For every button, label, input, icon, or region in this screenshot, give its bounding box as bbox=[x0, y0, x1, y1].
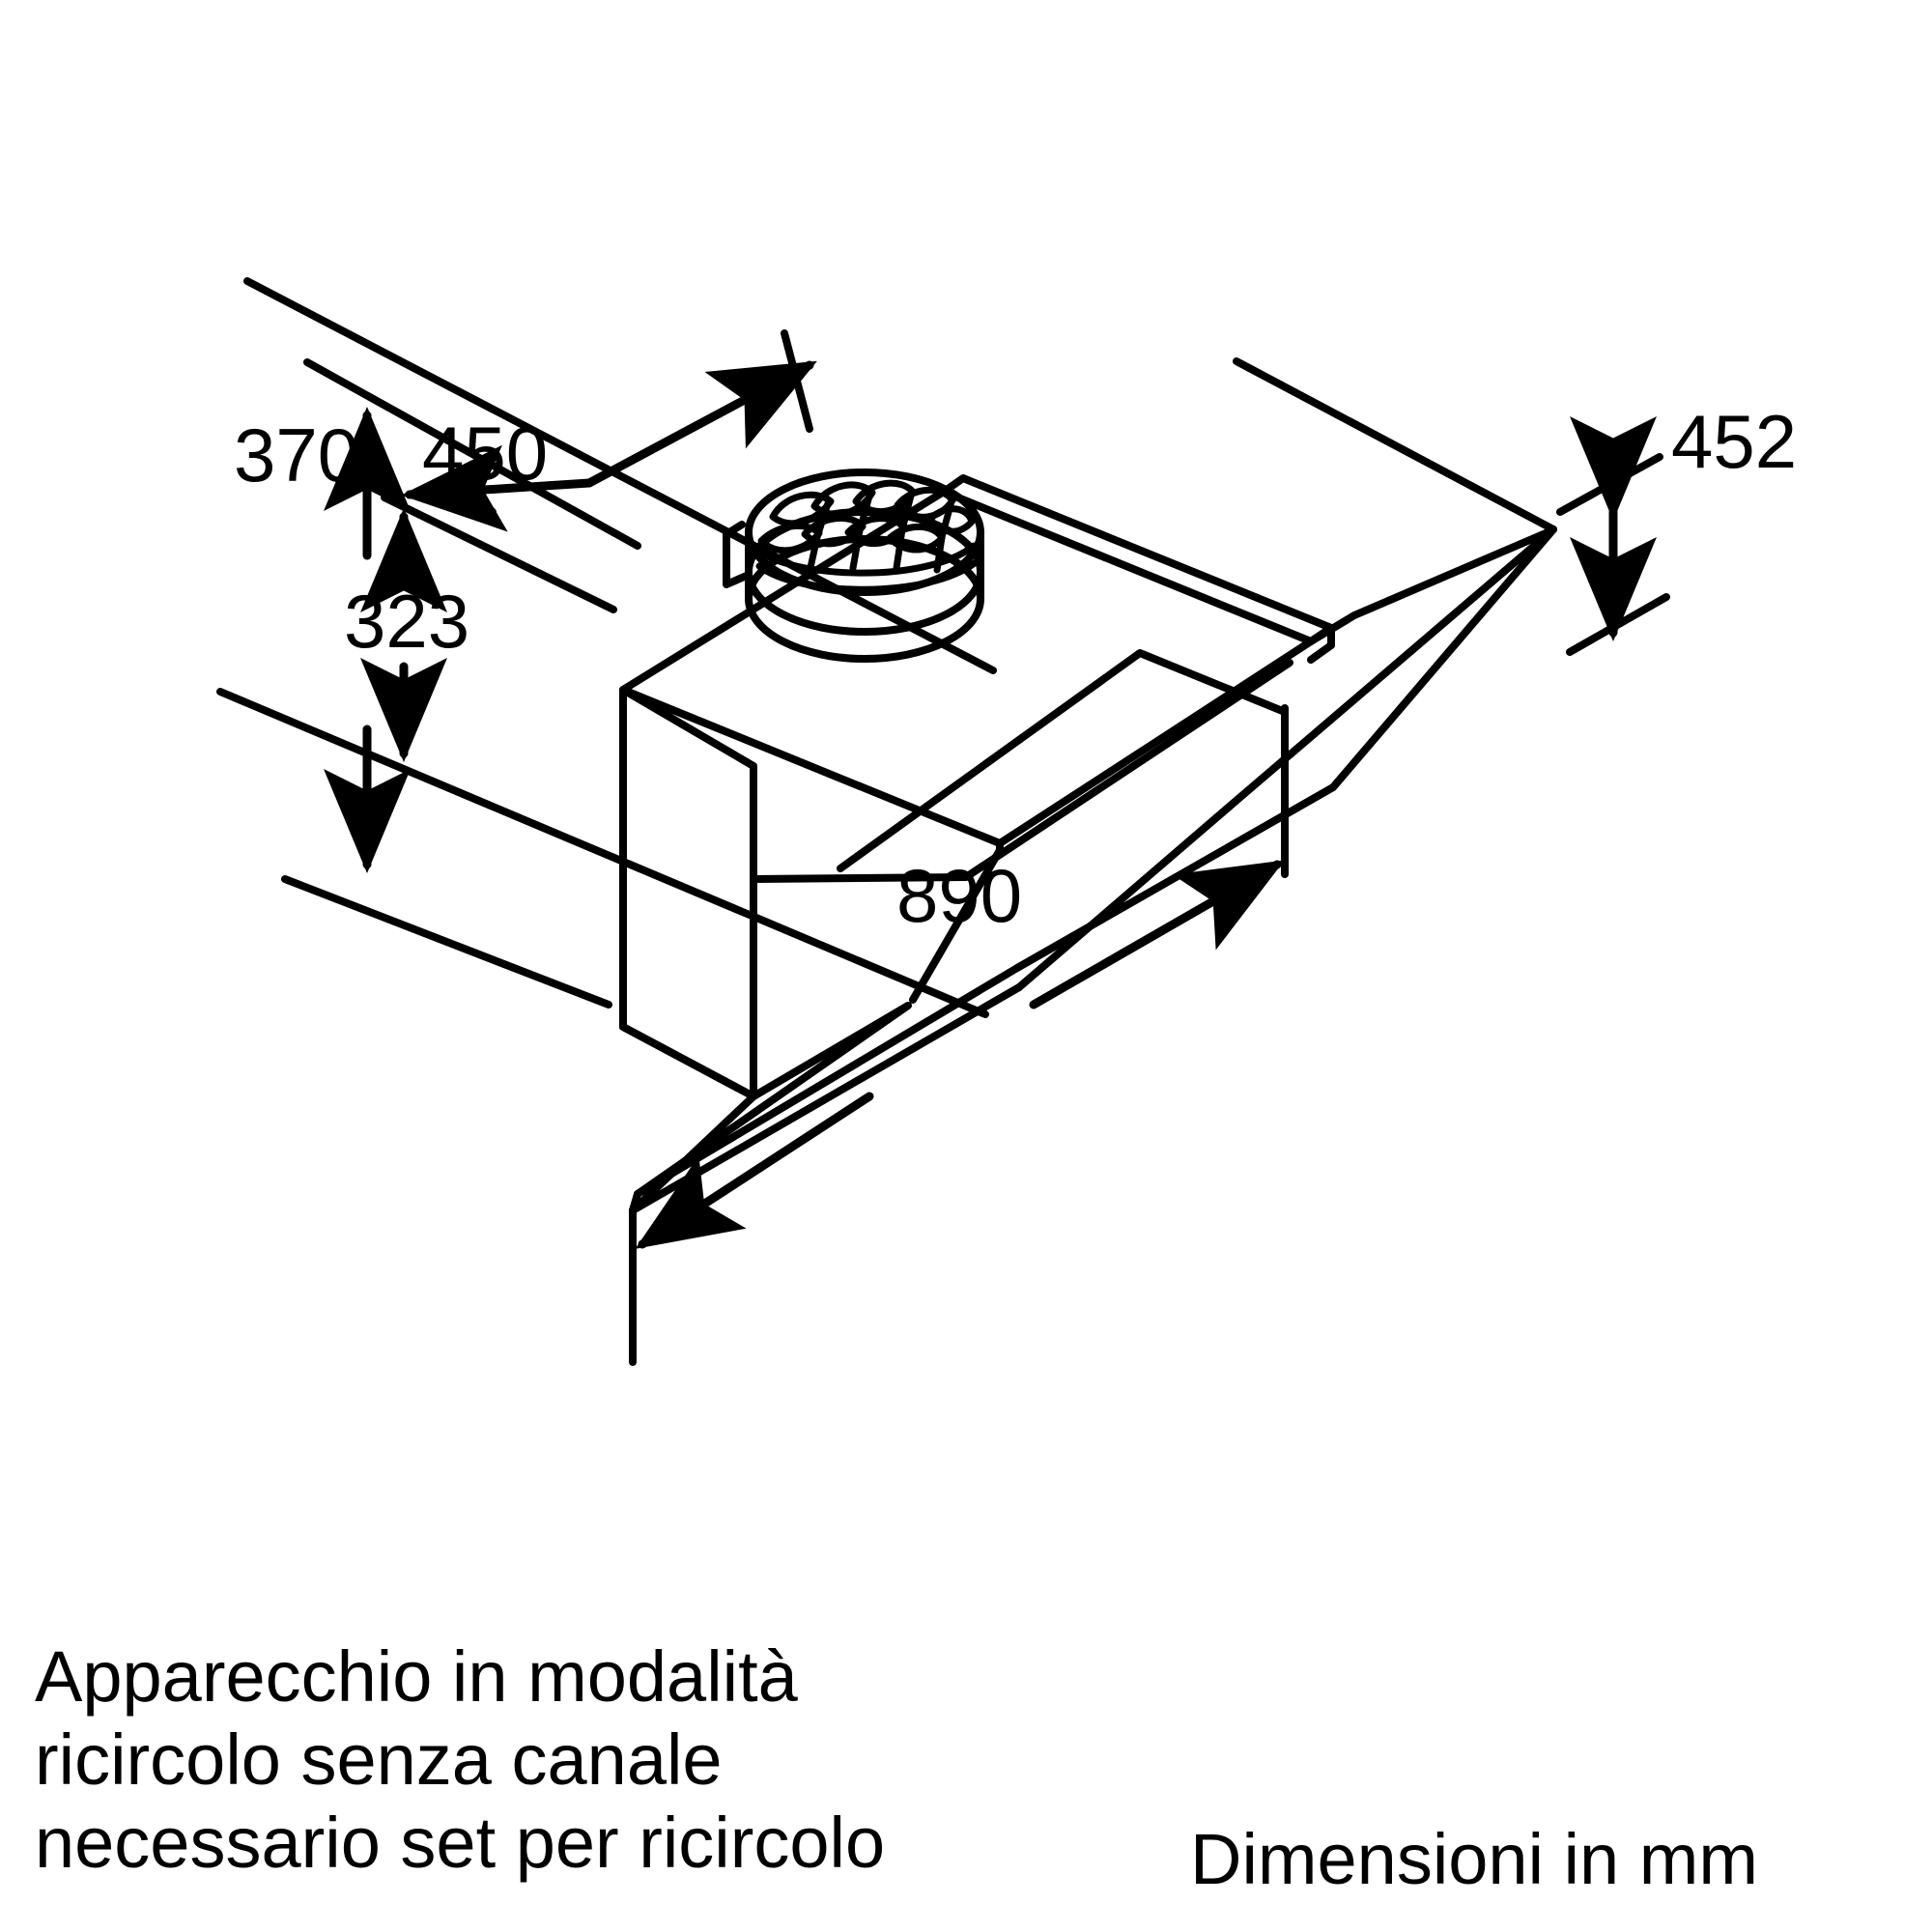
fan-outlet bbox=[723, 469, 984, 663]
dim-452-leader-outer bbox=[1233, 357, 1557, 533]
glass-panel-left-slope bbox=[634, 1002, 912, 1198]
caption-line-3: necessario set per ricircolo bbox=[35, 1803, 886, 1883]
dimension-label-452: 452 bbox=[1671, 399, 1798, 484]
glass-panel-top-edge bbox=[1307, 526, 1557, 645]
hood-top-back-rim bbox=[940, 474, 1335, 645]
dim-450-arrow-lower-left bbox=[401, 444, 594, 532]
dim-452-ext-bottom bbox=[1566, 593, 1670, 656]
dimension-label-890: 890 bbox=[896, 853, 1023, 938]
dimension-323 bbox=[360, 494, 617, 762]
units-note: Dimensioni in mm bbox=[1190, 1819, 1759, 1899]
dim-370-ref-line-lower bbox=[216, 688, 989, 1018]
glass-panel-front-connector bbox=[909, 839, 1004, 1004]
dimension-450 bbox=[216, 277, 997, 1018]
caption-block: Apparecchio in modalità ricircolo senza … bbox=[35, 1635, 1175, 1885]
caption-line-2: ricircolo senza canale bbox=[35, 1719, 723, 1800]
dim-323-ext-top bbox=[381, 494, 617, 613]
glass-panel-bottom-right-edge bbox=[629, 983, 1023, 1214]
hood-left-bottom-edge bbox=[619, 1023, 757, 1100]
dimension-label-450: 450 bbox=[422, 411, 549, 496]
dimension-label-370: 370 bbox=[234, 412, 360, 497]
dim-452-ext-top bbox=[1556, 453, 1663, 516]
dim-890-arrow-right bbox=[1029, 860, 1285, 1009]
dimension-label-323: 323 bbox=[344, 579, 470, 664]
fan-outlet-tab bbox=[723, 521, 753, 588]
dim-890-arrow-left bbox=[635, 1092, 874, 1249]
fan-blades bbox=[752, 479, 980, 593]
dim-450-ref-line bbox=[243, 277, 997, 674]
dimension-452 bbox=[1233, 357, 1670, 656]
dimension-890 bbox=[629, 704, 1289, 1366]
caption-line-1: Apparecchio in modalità bbox=[35, 1636, 798, 1717]
dim-370-ext-bottom bbox=[281, 875, 612, 1009]
hood-step-ridge-upper bbox=[837, 649, 1289, 872]
hood-step-ridge-lower bbox=[750, 659, 1293, 883]
glass-panel-right-inner-edge bbox=[1013, 526, 1557, 972]
hood-top-step-lines bbox=[750, 649, 1293, 883]
dim-450-arrow-upper-right bbox=[584, 360, 817, 488]
